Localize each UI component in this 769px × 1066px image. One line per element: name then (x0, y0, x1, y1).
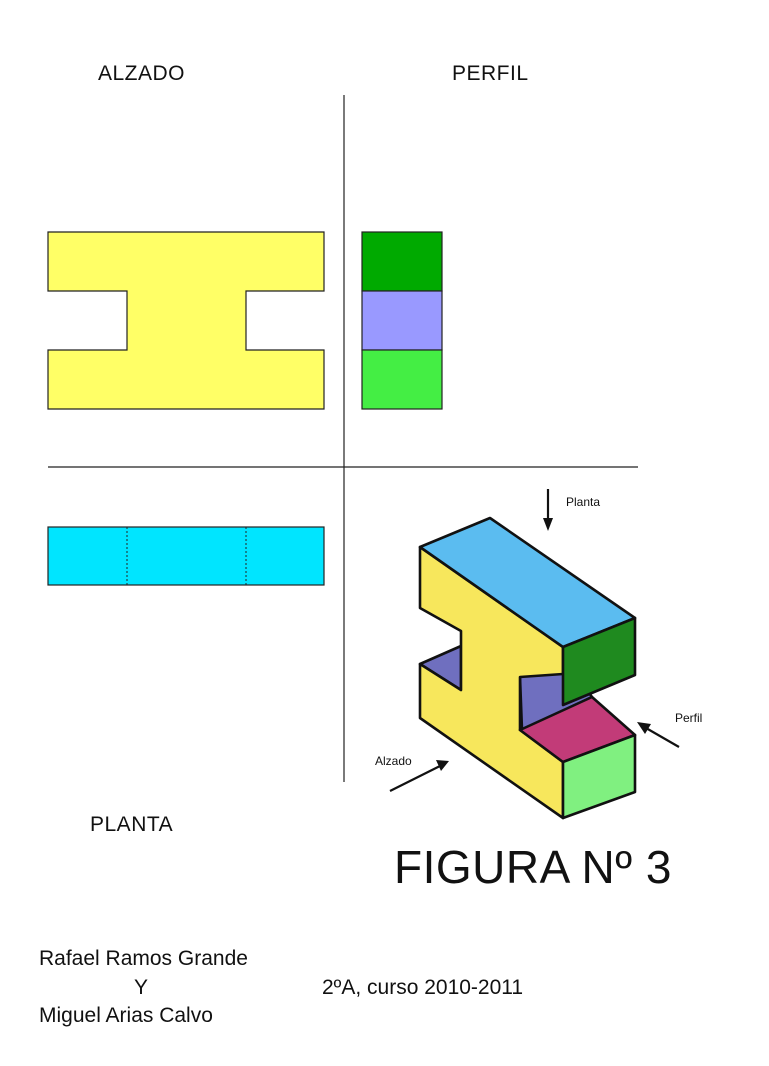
author-name-2: Miguel Arias Calvo (39, 1004, 213, 1027)
perfil-middle-rect (361, 290, 443, 351)
arrow-planta (543, 489, 553, 531)
arrow-alzado (389, 760, 449, 792)
iso-side-upper (561, 616, 637, 707)
isometric-figure (418, 516, 637, 820)
label-planta: PLANTA (90, 813, 174, 836)
course-info: 2ºA, curso 2010-2011 (322, 976, 524, 999)
planta-view-rect (47, 526, 325, 586)
iso-label-alzado: Alzado (375, 754, 412, 768)
author-joiner: Y (134, 976, 149, 999)
alzado-view-shape (47, 231, 325, 410)
iso-side-lower (561, 733, 637, 820)
label-alzado: ALZADO (98, 62, 186, 85)
figure-title: FIGURA Nº 3 (394, 841, 672, 893)
iso-label-perfil: Perfil (675, 711, 702, 725)
perfil-bottom-rect (361, 349, 443, 410)
author-name-1: Rafael Ramos Grande (39, 947, 248, 970)
arrow-perfil (637, 722, 680, 748)
label-perfil: PERFIL (452, 62, 529, 85)
iso-label-planta: Planta (566, 495, 600, 509)
perfil-top-rect (361, 231, 443, 292)
